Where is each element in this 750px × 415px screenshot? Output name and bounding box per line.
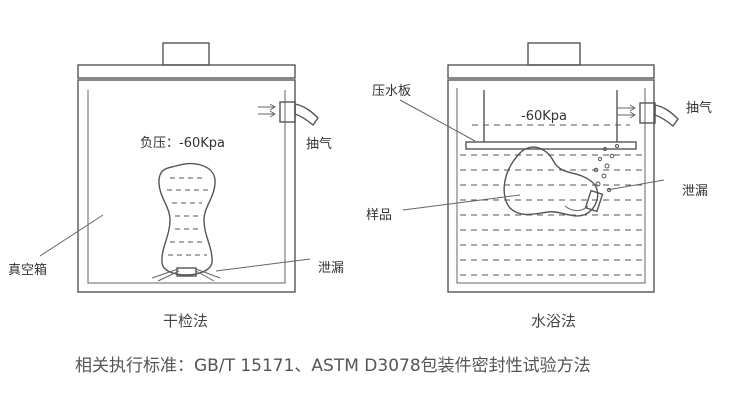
water-bath-figure <box>399 42 679 293</box>
water-tank <box>447 79 655 293</box>
bottle-contents <box>167 177 208 256</box>
standard-reference: 相关执行标准：GB/T 15171、ASTM D3078包装件密封性试验方法 <box>75 356 591 376</box>
sample-bottle <box>158 162 216 276</box>
sample-leader <box>402 194 521 211</box>
lid-handle-right <box>527 42 581 66</box>
plate-leader <box>399 99 476 142</box>
exhaust-arrows-right <box>618 104 636 119</box>
chamber-lid <box>77 64 296 79</box>
vacuum-chamber <box>77 79 296 293</box>
sample-bottom <box>564 205 589 211</box>
vacuum-chamber-label: 真空箱 <box>8 262 47 278</box>
chamber-inner-wall <box>87 90 286 284</box>
exhaust-port-right <box>639 102 656 124</box>
pressure-plate-label: 压水板 <box>372 84 411 99</box>
leak-rays <box>151 268 221 282</box>
water-bath-caption: 水浴法 <box>531 312 576 330</box>
sample-cap <box>584 189 604 213</box>
sample-bag <box>503 146 599 217</box>
exhaust-port <box>279 101 296 123</box>
bath-lid <box>447 64 655 79</box>
bath-leak-label: 泄漏 <box>682 183 708 199</box>
dry-pressure-label: 负压：-60Kpa <box>140 136 225 151</box>
exhaust-pipe-right <box>654 104 679 128</box>
dry-exhaust-label: 抽气 <box>306 136 332 152</box>
pressure-plate <box>465 141 637 150</box>
bath-exhaust-label: 抽气 <box>686 100 712 116</box>
dry-method-figure <box>39 42 319 293</box>
exhaust-pipe <box>294 103 319 127</box>
dry-leak-label: 泄漏 <box>318 260 344 276</box>
tank-inner-wall <box>456 88 646 284</box>
exhaust-arrows <box>258 103 276 118</box>
leak-leader-right <box>606 179 665 191</box>
sample-label: 样品 <box>366 208 392 223</box>
leak-bubbles <box>593 144 619 193</box>
chamber-leader <box>39 214 104 257</box>
leak-leader <box>215 258 311 272</box>
water-lines <box>460 124 642 276</box>
lid-handle <box>162 42 210 66</box>
bath-pressure-label: -60Kpa <box>521 109 567 124</box>
dry-method-caption: 干检法 <box>163 312 208 330</box>
